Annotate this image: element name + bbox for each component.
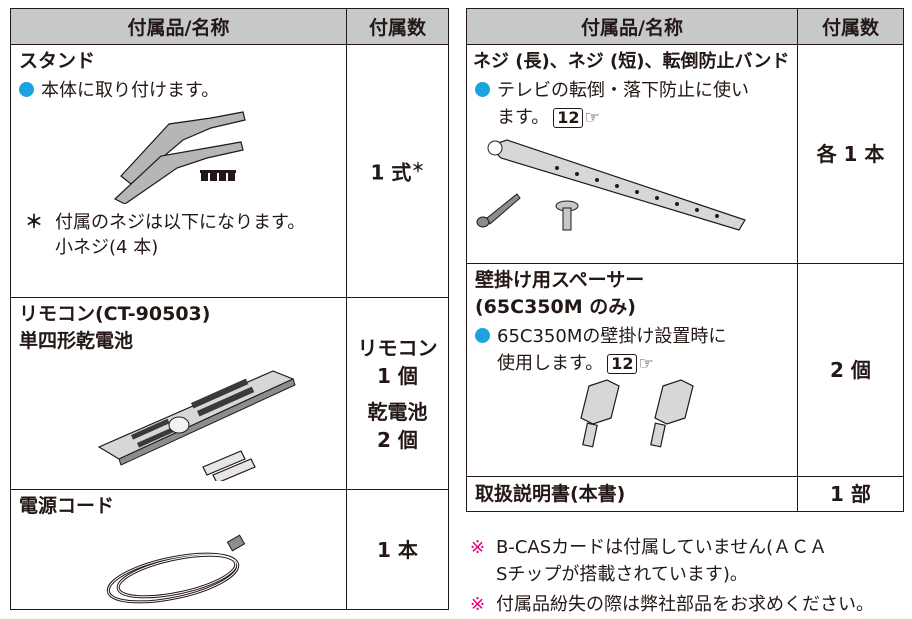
footnote-lost-parts: ※ 付属品紛失の際は弊社部品をお求めください。 — [470, 591, 910, 618]
screws-bullet: テレビの転倒・落下防止に使い ます。12☞ — [467, 77, 797, 132]
short-screw — [555, 200, 579, 230]
remote-illustration — [97, 370, 296, 481]
manual-qty: 1 部 — [797, 476, 904, 512]
header-name: 付属品/名称 — [466, 8, 798, 45]
row-screws-band: ネジ (長)、ネジ (短)、転倒防止バンド テレビの転倒・落下防止に使い ます。… — [466, 44, 798, 264]
spacer-qty: 2 個 — [797, 263, 904, 477]
pointing-hand-icon: ☞ — [638, 353, 654, 374]
screws-band-illustration — [476, 138, 746, 231]
row-remote: リモコン(CT-90503) 単四形乾電池 — [10, 297, 347, 490]
page-ref-badge: 12 — [553, 108, 584, 128]
header-name: 付属品/名称 — [10, 8, 347, 45]
row-stand: スタンド 本体に取り付けます。 ＊ 付属のネジは以下になりま — [10, 44, 347, 298]
pointing-hand-icon: ☞ — [584, 107, 600, 128]
stand-note: ＊ 付属のネジは以下になります。 小ネジ(4 本) — [25, 212, 306, 258]
spacer-name: 壁掛け用スペーサー (65C350M のみ) — [475, 269, 645, 318]
power-cord-illustration — [106, 534, 246, 604]
row-wall-spacer: 壁掛け用スペーサー (65C350M のみ) 65C350Mの壁掛け設置時に 使… — [466, 263, 798, 477]
screws-name: ネジ (長)、ネジ (短)、転倒防止バンド — [473, 51, 790, 72]
remote-name: リモコン(CT-90503) 単四形乾電池 — [19, 303, 211, 352]
cord-name: 電源コード — [19, 495, 115, 517]
bullet-dot-icon — [475, 328, 490, 343]
cord-qty: 1 本 — [346, 489, 449, 610]
manual-name: 取扱説明書(本書) — [466, 476, 798, 512]
wall-spacer-illustration — [580, 378, 694, 448]
stand-qty: 1 式＊ — [346, 44, 449, 298]
screws-qty: 各 1 本 — [797, 44, 904, 264]
right-accessory-table: 付属品/名称 付属数 ネジ (長)、ネジ (短)、転倒防止バンド テレビの転倒・… — [466, 8, 904, 512]
footnote-bcas: ※ B-CASカードは付属していません(ＡＣＡ Sチップが搭載されています)。 — [470, 534, 910, 588]
stand-name: スタンド — [19, 50, 96, 72]
bullet-dot-icon — [475, 82, 490, 97]
aaa-batteries — [202, 450, 256, 481]
stand-illustration — [113, 111, 246, 204]
bullet-dot-icon — [19, 82, 34, 97]
reference-mark-icon: ※ — [470, 537, 486, 558]
header-qty: 付属数 — [797, 8, 904, 45]
left-accessory-table: 付属品/名称 付属数 スタンド 本体に取り付けます。 — [10, 8, 449, 610]
spacer-bullet: 65C350Mの壁掛け設置時に 使用します。12☞ — [467, 323, 797, 378]
page-ref-badge: 12 — [607, 354, 638, 374]
long-screw — [476, 192, 521, 227]
header-qty: 付属数 — [346, 8, 449, 45]
row-power-cord: 電源コード — [10, 489, 347, 610]
remote-qty: リモコン 1 個 乾電池 2 個 — [346, 297, 449, 490]
stand-bullet: 本体に取り付けます。 — [11, 77, 346, 104]
small-screws — [200, 170, 236, 181]
reference-mark-icon: ※ — [470, 594, 486, 615]
